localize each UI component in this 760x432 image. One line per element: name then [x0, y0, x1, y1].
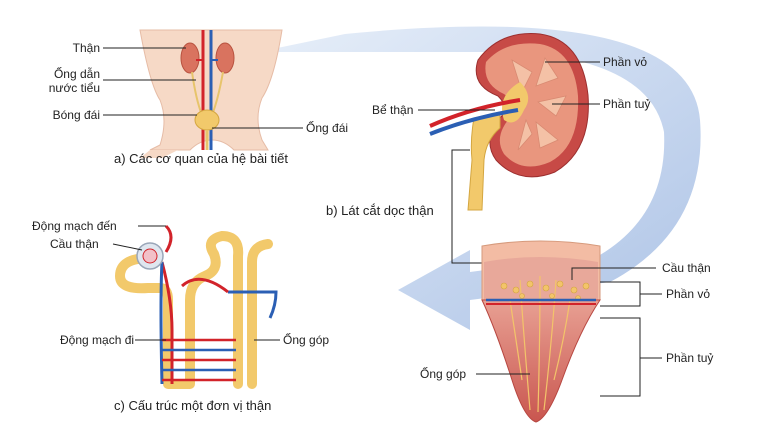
label-ureter-line2: nước tiểu — [48, 81, 100, 95]
label-bladder: Bóng đái — [52, 108, 100, 122]
label-renal-pelvis: Bể thận — [372, 103, 414, 117]
caption-panel-c: c) Cấu trúc một đơn vị thận — [114, 398, 272, 413]
panel-d-leaders — [476, 267, 662, 397]
label-urethra: Ống đái — [306, 121, 349, 135]
label-collecting-duct-c: Ống góp — [283, 333, 330, 347]
label-efferent-arteriole: Động mạch đi — [60, 333, 135, 347]
label-glomerulus-d: Cầu thận — [662, 261, 711, 275]
bladder — [194, 109, 220, 131]
aorta-and-vena-cava — [196, 30, 218, 150]
label-collecting-duct-d: Ống góp — [420, 367, 467, 381]
caption-panel-a: a) Các cơ quan của hệ bài tiết — [114, 151, 289, 166]
connector-b-to-d — [451, 149, 498, 264]
caption-panel-b: b) Lát cắt dọc thận — [326, 203, 434, 218]
nephron — [114, 224, 278, 389]
label-cortex-d: Phần vỏ — [666, 287, 711, 301]
kidneys — [180, 42, 235, 74]
label-ureter-line1: Ống dẫn — [53, 67, 100, 81]
label-glomerulus-c: Cầu thận — [50, 237, 99, 251]
label-medulla-d: Phần tuỷ — [666, 351, 714, 365]
kidney-section — [429, 33, 589, 211]
panel-c-leaders — [112, 225, 280, 341]
label-afferent-arteriole: Động mạch đến — [32, 219, 117, 233]
panel-b-leaders — [418, 61, 600, 111]
label-kidney: Thận — [72, 41, 100, 55]
label-medulla-b: Phần tuỷ — [603, 97, 651, 111]
panel-a-leaders — [103, 47, 303, 129]
medulla-wedge — [481, 240, 601, 423]
label-cortex-b: Phần vỏ — [603, 55, 648, 69]
